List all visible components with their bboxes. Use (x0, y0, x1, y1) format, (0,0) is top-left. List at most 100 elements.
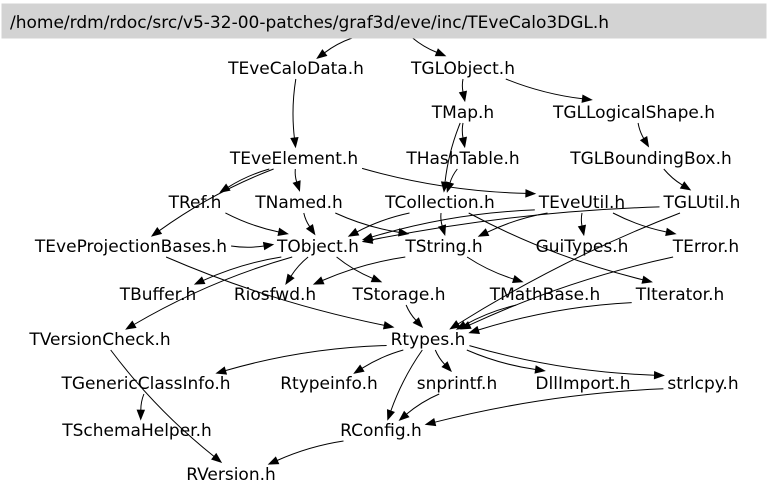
edge-TCollection-to-TIterator (468, 212, 644, 281)
arrowhead-TEveElement-to-TEveProjectionBases (150, 227, 163, 237)
edge-TObject-to-TStorage (336, 256, 373, 279)
arrowhead-TGLLogicalShape-to-TGLBoundingBox (639, 136, 650, 148)
node-TRef[interactable]: TRef.h (168, 193, 222, 213)
node-TMathBase[interactable]: TMathBase.h (489, 285, 600, 305)
edge-TVersionCheck-to-RVersion (110, 349, 215, 457)
arrowhead-TEveElement-to-TNamed (292, 180, 301, 192)
arrowhead-TEveCaloData-to-TEveElement (290, 137, 299, 149)
node-TVersionCheck[interactable]: TVersionCheck.h (28, 330, 170, 350)
edge-Rtypes-to-strlcpy (469, 345, 655, 376)
edge-RConfig-to-RVersion (276, 440, 344, 461)
arrowhead-TEveUtil-to-GuiTypes (577, 224, 587, 237)
node-TString[interactable]: TString.h (404, 237, 482, 257)
node-TCollection[interactable]: TCollection.h (384, 193, 495, 213)
arrowhead-TGLUtil-to-Rtypes (449, 320, 461, 330)
node-Rtypes[interactable]: Rtypes.h (391, 330, 466, 350)
edge-TIterator-to-Rtypes (478, 302, 632, 331)
node-TGLBoundingBox[interactable]: TGLBoundingBox.h (569, 149, 732, 169)
edge-TEveUtil-to-TObject (371, 209, 535, 238)
edge-Rtypes-to-DllImport (466, 349, 536, 370)
edge-TEveElement-to-TEveProjectionBases (159, 168, 274, 232)
node-DllImport[interactable]: DllImport.h (535, 374, 630, 394)
arrowhead-Rtypes-to-DllImport (534, 365, 546, 374)
edge-TObject-to-Riosfwd (290, 256, 309, 277)
arrowhead-TEveElement-to-TRef (219, 183, 231, 193)
edge-TGLObject-to-TMap (461, 78, 464, 93)
edge-TGLUtil-to-TObject (371, 206, 660, 241)
edge-TEveCaloData-to-TEveElement (292, 78, 297, 139)
edge-TNamed-to-TObject (303, 212, 311, 227)
node-RVersion[interactable]: RVersion.h (186, 465, 276, 485)
edge-TObject-to-TBuffer (203, 256, 282, 281)
arrowhead-TObject-to-TVersionCheck (125, 320, 137, 330)
arrowhead-snprintf-to-RConfig (398, 410, 410, 422)
edge-Rtypes-to-RConfig (390, 349, 423, 412)
edge-TEveProjectionBases-to-TObject (231, 245, 265, 248)
node-TGLUtil[interactable]: TGLUtil.h (663, 193, 741, 213)
edge-TEveElement-to-TNamed (294, 168, 298, 183)
edge-TCollection-to-TObject (356, 212, 410, 233)
node-Rtypeinfo[interactable]: Rtypeinfo.h (280, 374, 378, 394)
node-TNamed[interactable]: TNamed.h (254, 193, 343, 213)
node-TEveProjectionBases[interactable]: TEveProjectionBases.h (34, 237, 227, 257)
node-GuiTypes[interactable]: GuiTypes.h (536, 237, 629, 257)
arrowhead-TEveUtil-to-TString (477, 228, 490, 237)
arrowhead-TGLObject-to-TMap (458, 90, 468, 103)
arrowhead-TEveUtil-to-TError (665, 227, 677, 237)
node-TBuffer[interactable]: TBuffer.h (119, 285, 197, 305)
arrowhead-TMap-to-THashTable (458, 136, 468, 149)
node-TStorage[interactable]: TStorage.h (351, 285, 445, 305)
arrowhead-Rtypes-to-RConfig (386, 409, 395, 421)
edge-TNamed-to-TString (335, 212, 400, 233)
edge-THashTable-to-TCollection (449, 168, 458, 184)
edge-Rtypes-to-Rtypeinfo (361, 349, 404, 369)
node-TEveCaloData[interactable]: TEveCaloData.h (227, 59, 364, 79)
edges-layer (110, 37, 692, 465)
arrowhead-TObject-to-TBuffer (193, 276, 206, 285)
arrowhead-TEveProjectionBases-to-TObject (262, 241, 275, 251)
node-TGenericClassInfo[interactable]: TGenericClassInfo.h (60, 374, 230, 394)
arrowhead-TCollection-to-TIterator (641, 275, 653, 284)
arrowhead-TNamed-to-TObject (305, 223, 316, 236)
edge-TError-to-Rtypes (469, 256, 674, 326)
node-TEveUtil[interactable]: TEveUtil.h (538, 193, 625, 213)
node-TIterator[interactable]: TIterator.h (635, 285, 725, 305)
node-TEveElement[interactable]: TEveElement.h (229, 149, 358, 169)
edge-TCollection-to-TString (440, 212, 443, 227)
node-RConfig[interactable]: RConfig.h (340, 421, 422, 441)
node-THashTable[interactable]: THashTable.h (405, 149, 519, 169)
edge-TEveElement-to-TRef (227, 168, 270, 188)
edge-root-to-TEveCaloData (324, 37, 353, 54)
node-TGLObject[interactable]: TGLObject.h (410, 59, 515, 79)
edge-Rtypes-to-TGenericClassInfo (225, 345, 387, 372)
edge-TGLBoundingBox-to-TGLUtil (663, 168, 683, 186)
node-Riosfwd[interactable]: Riosfwd.h (234, 285, 316, 305)
arrowhead-TMathBase-to-Rtypes (455, 320, 468, 330)
edge-TEveUtil-to-GuiTypes (580, 212, 583, 227)
node-TObject[interactable]: TObject.h (276, 237, 359, 257)
arrowhead-strlcpy-to-RConfig (424, 417, 437, 427)
arrowhead-TObject-to-Riosfwd (285, 273, 295, 286)
arrowhead-root-to-TEveCaloData (316, 49, 328, 60)
arrowhead-TGenericClassInfo-to-TSchemaHelper (136, 409, 146, 421)
arrowhead-TObject-to-TStorage (370, 274, 383, 283)
node-TMap[interactable]: TMap.h (431, 103, 494, 123)
arrowhead-TIterator-to-Rtypes (468, 325, 480, 334)
edge-snprintf-to-RConfig (406, 393, 440, 415)
node-TError[interactable]: TError.h (672, 237, 739, 257)
node-TGLLogicalShape[interactable]: TGLLogicalShape.h (552, 103, 715, 123)
edge-TGLLogicalShape-to-TGLBoundingBox (637, 122, 645, 139)
node-strlcpy[interactable]: strlcpy.h (667, 374, 738, 394)
edge-TEveUtil-to-TString (486, 212, 548, 233)
arrowhead-root-to-TGLObject (434, 48, 447, 57)
arrowhead-TStorage-to-Rtypes (412, 317, 424, 329)
node-TSchemaHelper[interactable]: TSchemaHelper.h (61, 421, 212, 441)
edge-TEveUtil-to-TError (612, 212, 667, 233)
arrowhead-TGLBoundingBox-to-TGLUtil (679, 181, 692, 191)
arrowhead-TString-to-TMathBase (512, 274, 524, 284)
edge-TString-to-Riosfwd (322, 256, 406, 281)
arrowhead-RConfig-to-RVersion (267, 456, 280, 465)
node-snprintf[interactable]: snprintf.h (417, 374, 498, 394)
